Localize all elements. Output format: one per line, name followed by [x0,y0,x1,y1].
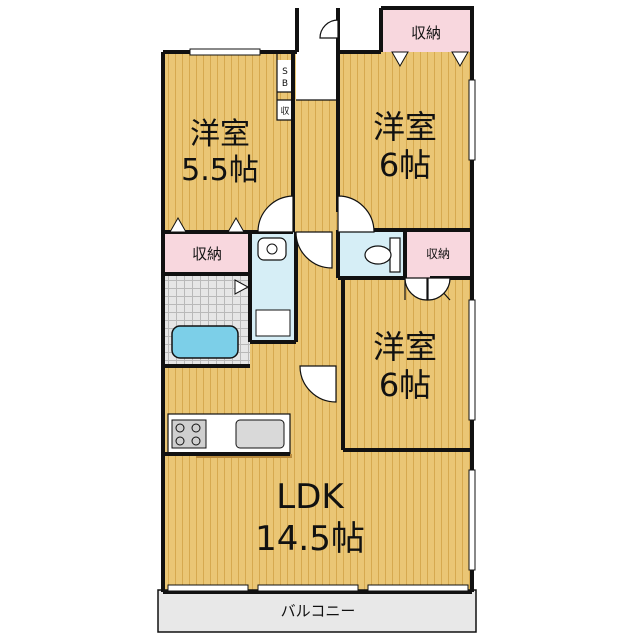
closet-marks [169,51,469,295]
storage-right [405,232,473,278]
kitchen-sink [235,419,285,449]
balcony [157,589,477,633]
room-label-ldk: LDK [276,477,345,517]
storage-label-right: 収納 [426,247,450,261]
storage-top [380,8,472,52]
room-size-western-c: 6帖 [379,366,431,404]
shoe-box-label-s: S [282,67,288,77]
storage-left [163,232,250,274]
genkan-floor [296,52,338,100]
toilet-bowl [364,245,392,265]
small-storage [277,100,293,120]
burner-4 [191,436,201,446]
room-western-5-5 [163,52,293,232]
sink-basin [266,243,278,255]
room-label-western-a: 洋室 [190,117,250,152]
room-size-ldk: 14.5帖 [255,519,365,559]
small-storage-label: 収 [280,105,289,117]
room-label-western-c: 洋室 [373,328,437,366]
windows [167,48,476,592]
washer [255,309,291,337]
shoe-box [277,60,293,92]
room-size-western-a: 5.5帖 [181,153,259,188]
burner-1 [175,423,185,433]
burner-3 [175,436,185,446]
door-swings [257,19,451,403]
bath-tub [171,325,239,359]
storage-label-top: 収納 [411,24,441,42]
storage-label-left: 収納 [192,245,222,263]
balcony-label: バルコニー [281,602,356,620]
burner-2 [191,423,201,433]
room-label-western-b: 洋室 [373,108,437,146]
room-size-western-b: 6帖 [379,146,431,184]
shoe-box-label-b: B [282,79,288,89]
room-western-6-top [338,52,473,230]
